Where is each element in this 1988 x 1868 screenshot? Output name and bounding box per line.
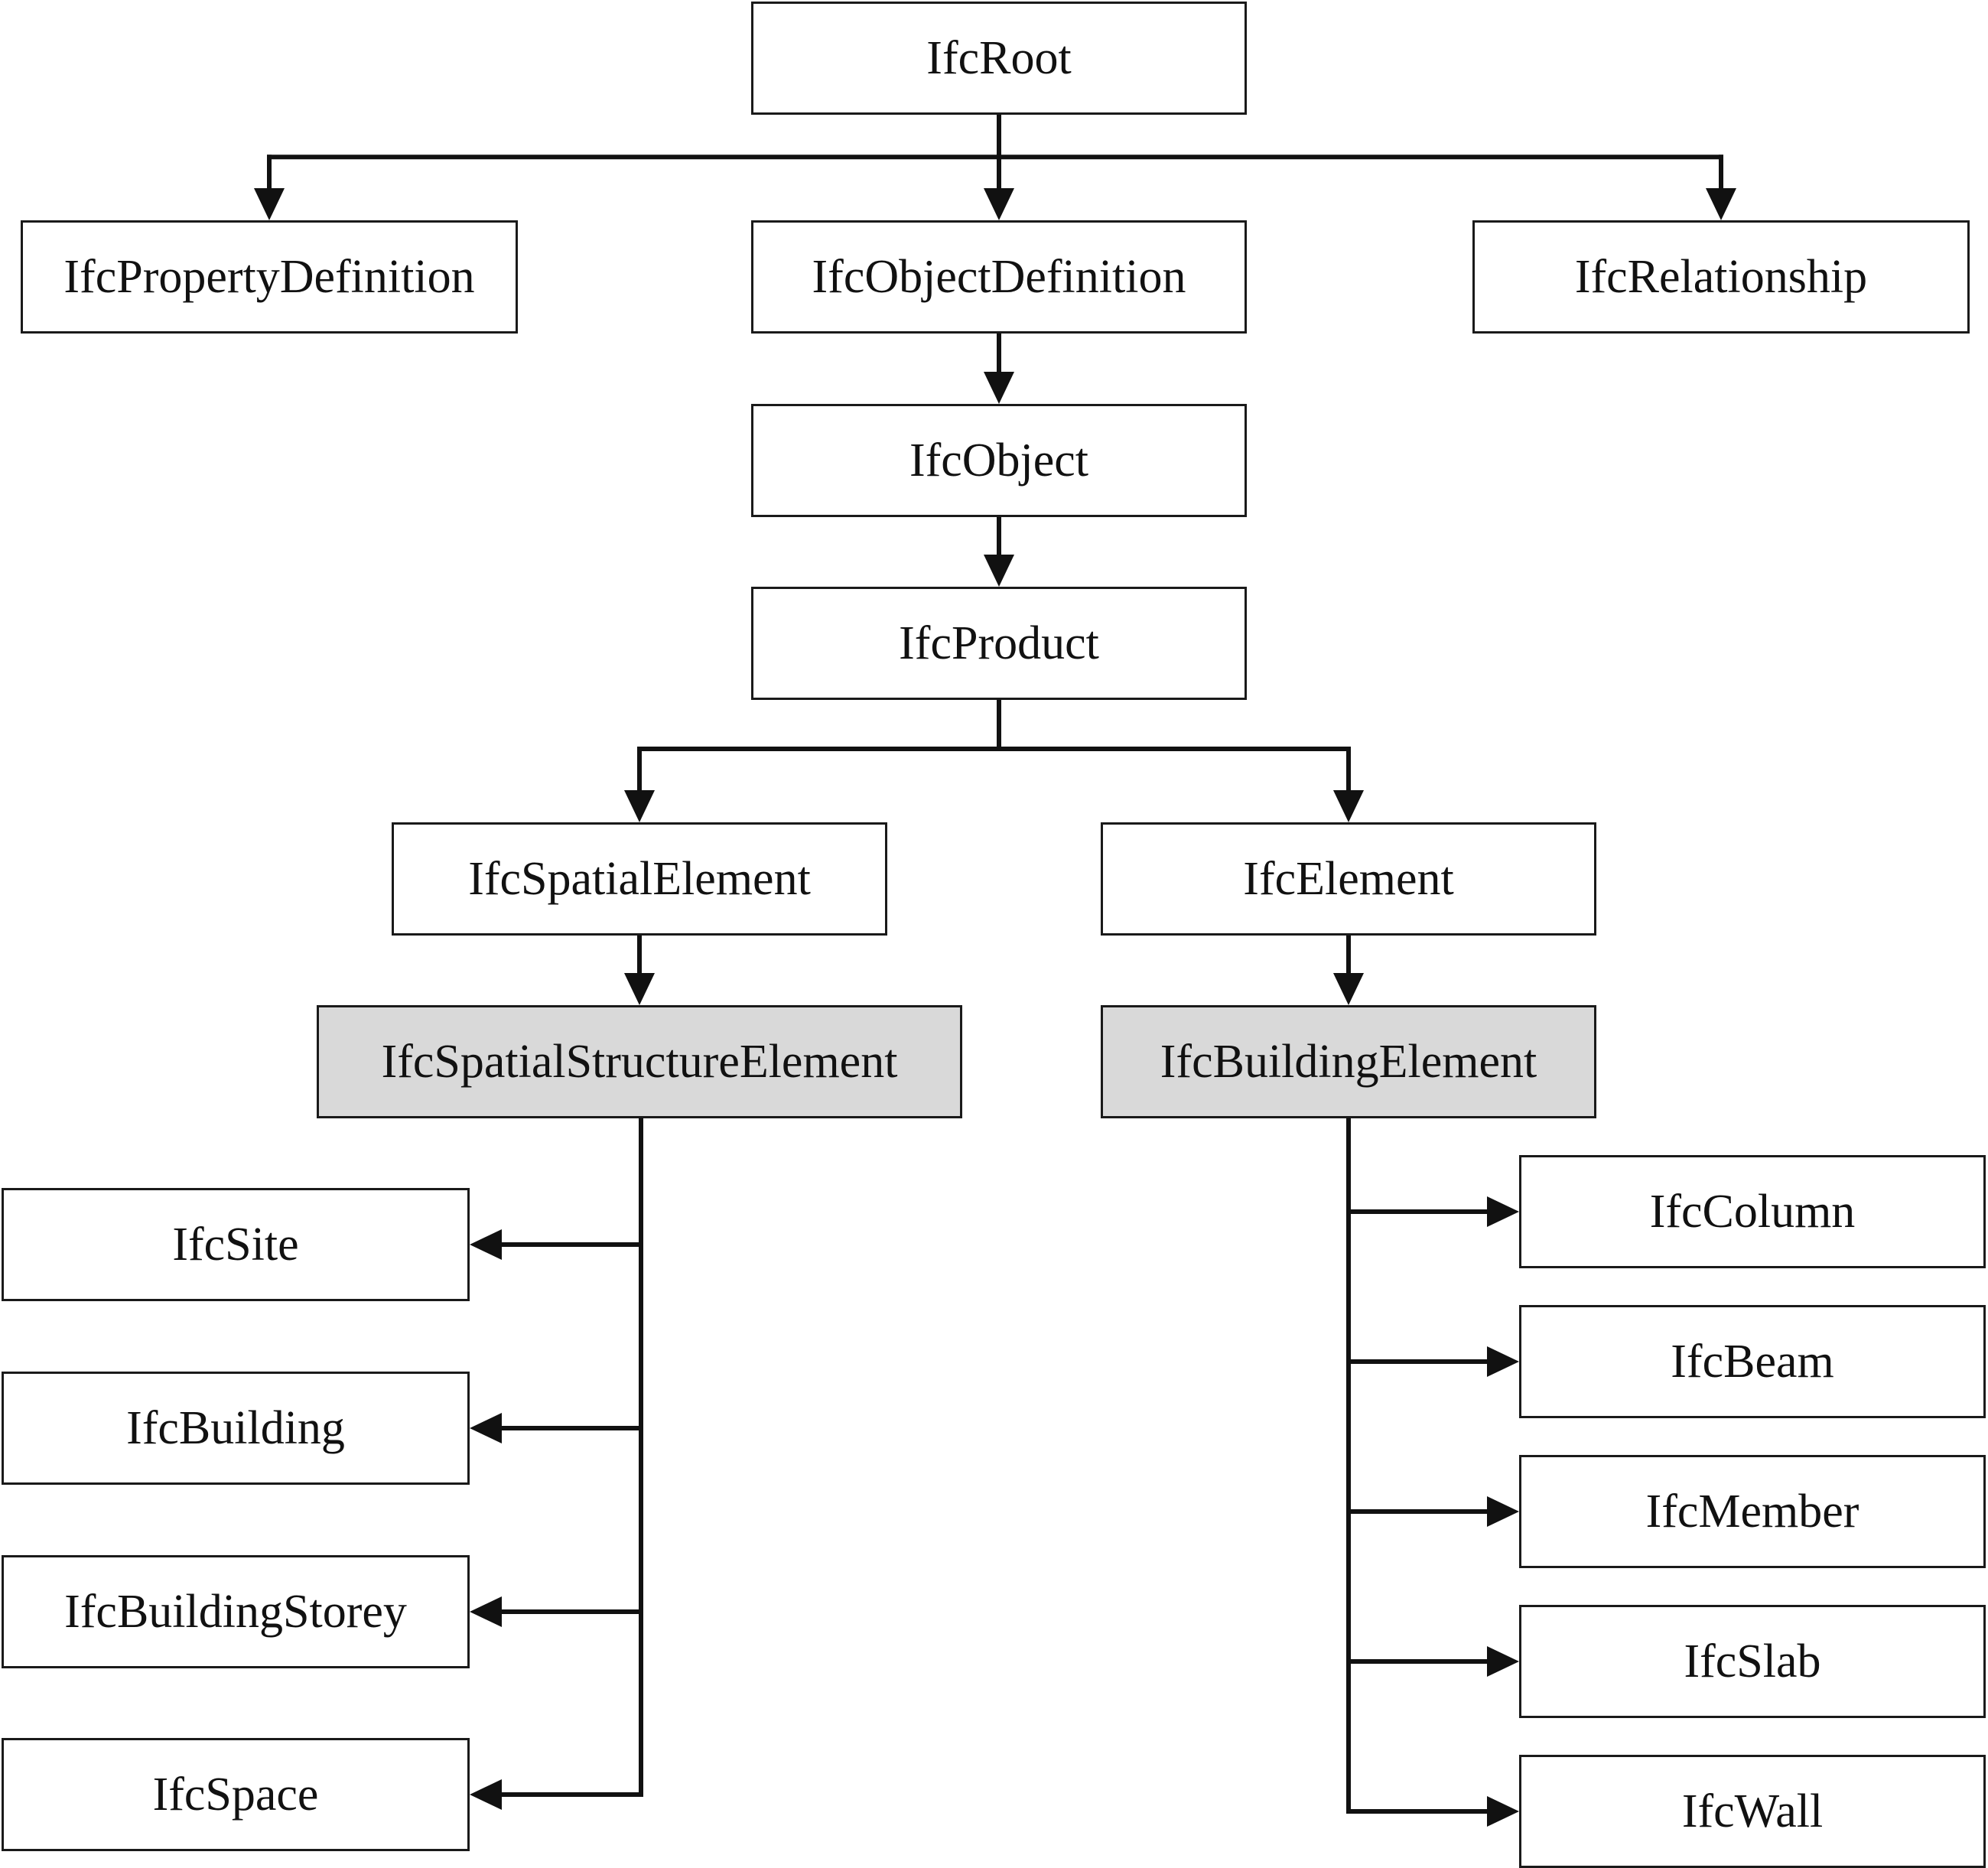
arrow-down-icon	[984, 372, 1014, 404]
arrow-down-icon	[984, 188, 1014, 220]
arrow-left-icon	[470, 1229, 502, 1260]
node-ifc-root: IfcRoot	[751, 2, 1247, 115]
arrow-right-icon	[1487, 1196, 1519, 1227]
arrow-right-icon	[1487, 1496, 1519, 1527]
arrow-down-icon	[1333, 790, 1364, 822]
node-ifc-wall: IfcWall	[1519, 1755, 1986, 1868]
arrow-left-icon	[470, 1413, 502, 1443]
arrow-right-icon	[1487, 1796, 1519, 1827]
node-ifc-property-definition: IfcPropertyDefinition	[21, 220, 518, 334]
node-ifc-site: IfcSite	[2, 1188, 470, 1301]
node-ifc-building-storey: IfcBuildingStorey	[2, 1555, 470, 1668]
arrow-right-icon	[1487, 1646, 1519, 1677]
arrow-right-icon	[1487, 1346, 1519, 1377]
arrow-down-icon	[624, 973, 655, 1005]
node-ifc-object-definition: IfcObjectDefinition	[751, 220, 1247, 334]
node-ifc-product: IfcProduct	[751, 587, 1247, 700]
arrow-left-icon	[470, 1596, 502, 1627]
node-ifc-element: IfcElement	[1101, 822, 1596, 936]
arrow-down-icon	[254, 188, 285, 220]
node-ifc-relationship: IfcRelationship	[1472, 220, 1970, 334]
node-ifc-column: IfcColumn	[1519, 1155, 1986, 1268]
arrow-down-icon	[624, 790, 655, 822]
node-ifc-spatial-element: IfcSpatialElement	[392, 822, 887, 936]
arrow-down-icon	[1333, 973, 1364, 1005]
node-ifc-building-element: IfcBuildingElement	[1101, 1005, 1596, 1118]
node-ifc-beam: IfcBeam	[1519, 1305, 1986, 1418]
node-ifc-member: IfcMember	[1519, 1455, 1986, 1568]
arrow-down-icon	[984, 555, 1014, 587]
arrow-left-icon	[470, 1779, 502, 1810]
node-ifc-building: IfcBuilding	[2, 1372, 470, 1485]
node-ifc-spatial-structure-element: IfcSpatialStructureElement	[317, 1005, 962, 1118]
arrow-down-icon	[1706, 188, 1736, 220]
node-ifc-object: IfcObject	[751, 404, 1247, 517]
node-ifc-space: IfcSpace	[2, 1738, 470, 1851]
node-ifc-slab: IfcSlab	[1519, 1605, 1986, 1718]
